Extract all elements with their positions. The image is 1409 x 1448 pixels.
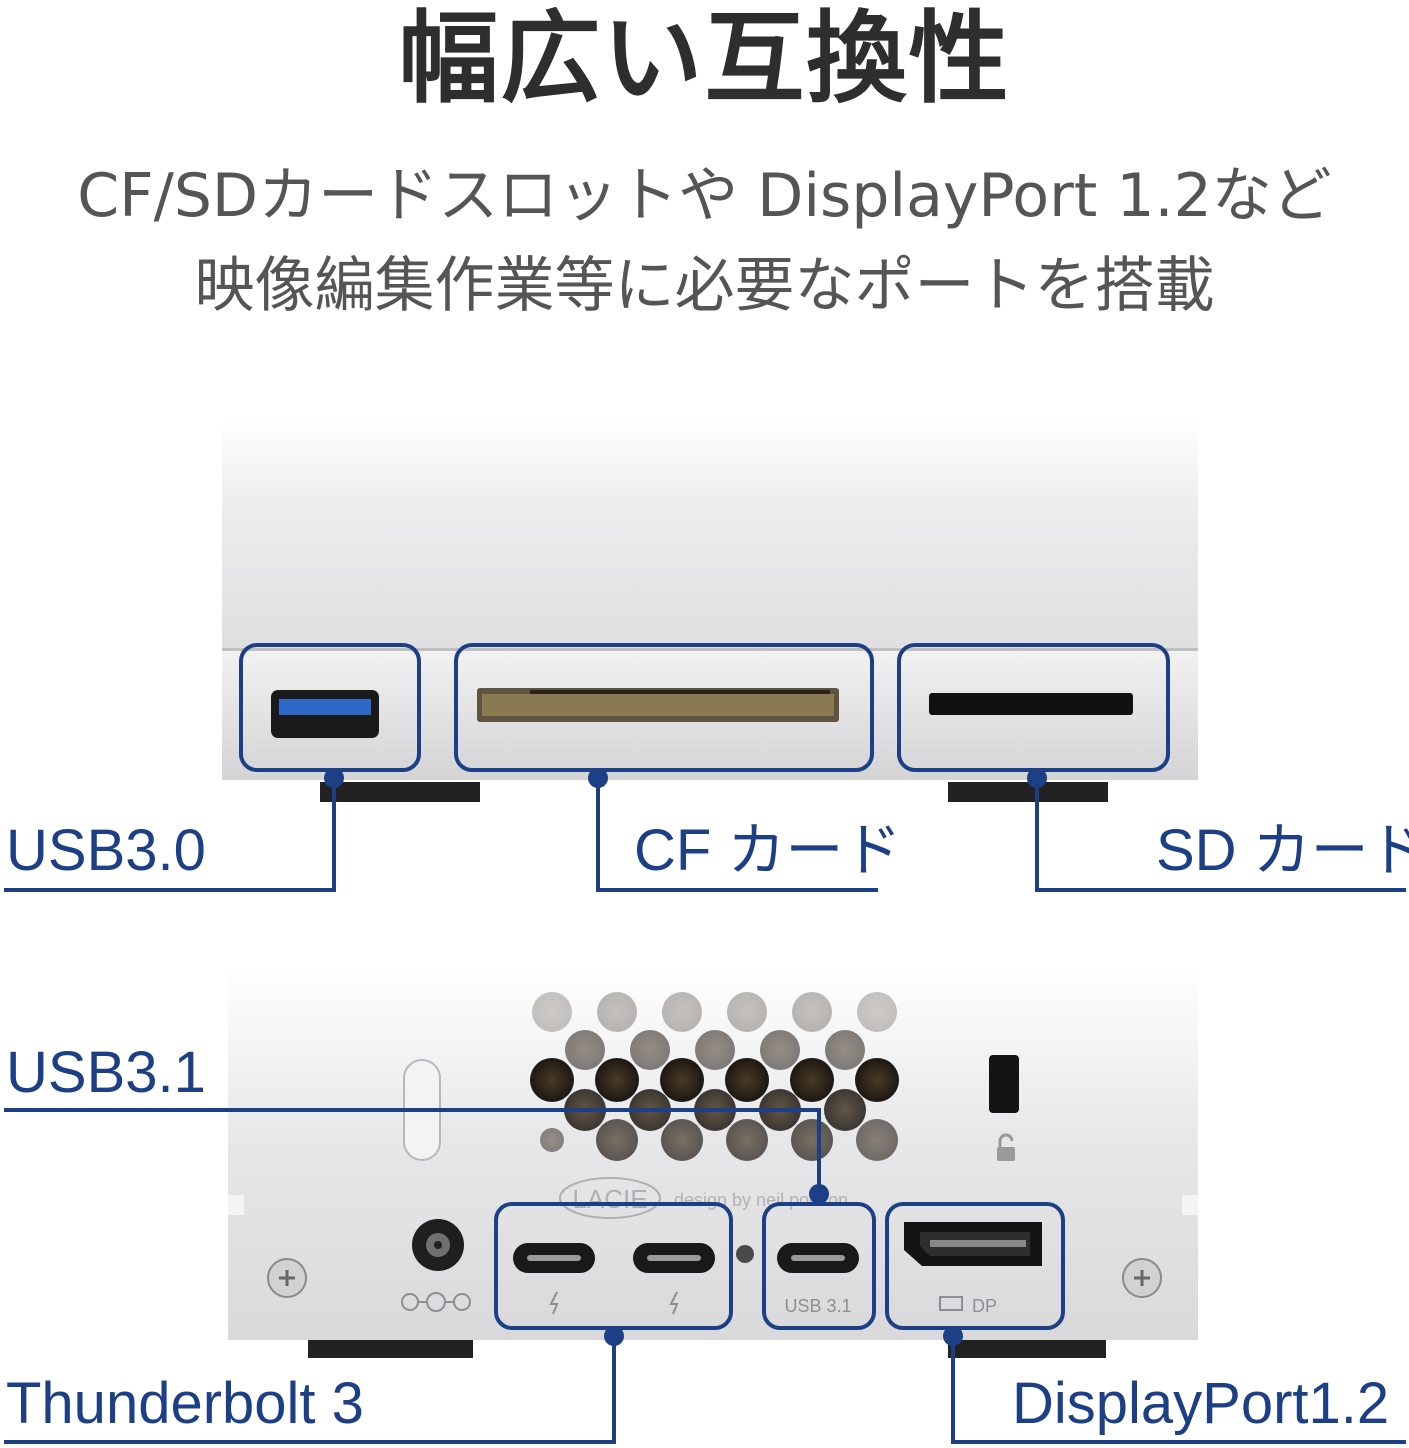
thunderbolt-port-2 xyxy=(633,1243,715,1273)
thunderbolt-leader-line xyxy=(4,1336,616,1444)
cf-leader-line xyxy=(596,780,878,892)
usb31-port-label: USB 3.1 xyxy=(784,1296,851,1316)
cf-card-slot xyxy=(477,688,839,722)
displayport-port xyxy=(904,1222,1042,1266)
thunderbolt-label: Thunderbolt 3 xyxy=(6,1371,364,1436)
vent-grille xyxy=(530,992,899,1161)
cf-highlight-box xyxy=(454,643,874,772)
lock-icon xyxy=(997,1133,1015,1161)
cf-card-label: CF カード xyxy=(634,818,902,883)
displayport-highlight-box xyxy=(885,1202,1065,1330)
usb-a-port xyxy=(271,690,379,738)
displayport-leader-line xyxy=(951,1336,1406,1444)
usb30-label: USB3.0 xyxy=(6,818,206,883)
subtitle-line-2: 映像編集作業等に必要なポートを搭載 xyxy=(194,251,1215,321)
brand-logo: LACIE xyxy=(572,1184,647,1214)
sd-card-label: SD カード xyxy=(1156,818,1409,883)
rear-device: LACIE design by neil poulton xyxy=(228,965,1198,1358)
displayport-label: DisplayPort1.2 xyxy=(1012,1371,1390,1436)
dc-polarity-icon xyxy=(401,1292,471,1312)
sd-leader-line xyxy=(1035,780,1406,892)
left-screw xyxy=(267,1258,307,1298)
usb31-port xyxy=(777,1243,859,1273)
right-screw xyxy=(1122,1258,1162,1298)
status-led xyxy=(736,1245,754,1263)
usb31-label: USB3.1 xyxy=(6,1040,206,1105)
thunderbolt-icon-2 xyxy=(669,1291,679,1315)
usb31-leader-line xyxy=(4,1108,821,1192)
usb30-leader-line xyxy=(4,780,336,892)
security-slot xyxy=(989,1055,1019,1113)
dp-port-label: DP xyxy=(972,1296,997,1316)
front-device xyxy=(222,420,1198,802)
displayport-icon xyxy=(939,1296,963,1311)
dc-power-port xyxy=(412,1219,464,1271)
sd-card-slot xyxy=(929,693,1133,715)
thunderbolt-port-1 xyxy=(513,1243,595,1273)
thunderbolt-icon-1 xyxy=(549,1291,559,1315)
subtitle-line-1: CF/SDカードスロットや DisplayPort 1.2など xyxy=(77,161,1332,231)
page-title: 幅広い互換性 xyxy=(398,0,1011,117)
